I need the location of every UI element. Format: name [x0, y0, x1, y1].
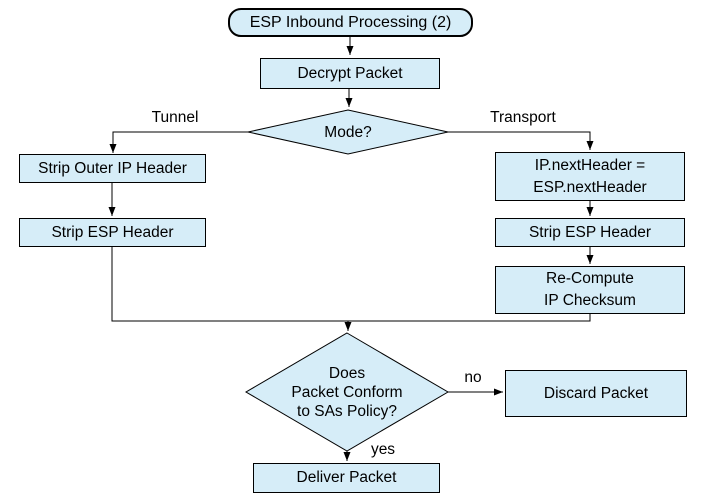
node-strip-esp-header-tunnel: Strip ESP Header: [19, 218, 206, 247]
node-ip-nextheader: IP.nextHeader = ESP.nextHeader: [495, 152, 685, 201]
mode-diamond-shape: [247, 109, 449, 155]
edge-label-yes: yes: [370, 441, 396, 458]
node-strip-esp-header-transport: Strip ESP Header: [495, 218, 685, 247]
edge-label-tunnel: Tunnel: [151, 109, 199, 126]
edge-mode-tunnel: [109, 131, 248, 153]
edge-merge-left: [111, 247, 348, 322]
node-decrypt-packet: Decrypt Packet: [260, 58, 440, 89]
node-recompute-ip-checksum: Re-Compute IP Checksum: [495, 266, 685, 314]
node-esp-inbound-processing: ESP Inbound Processing (2): [228, 8, 473, 37]
edge-mode-transport: [448, 131, 594, 150]
edge-label-no: no: [464, 369, 482, 386]
edge-merge-right: [348, 314, 591, 322]
node-deliver-packet: Deliver Packet: [253, 463, 440, 493]
edge-label-transport: Transport: [490, 109, 556, 126]
node-strip-outer-ip-header: Strip Outer IP Header: [19, 154, 206, 183]
node-discard-packet: Discard Packet: [505, 370, 687, 417]
conform-diamond-shape: [245, 332, 449, 452]
